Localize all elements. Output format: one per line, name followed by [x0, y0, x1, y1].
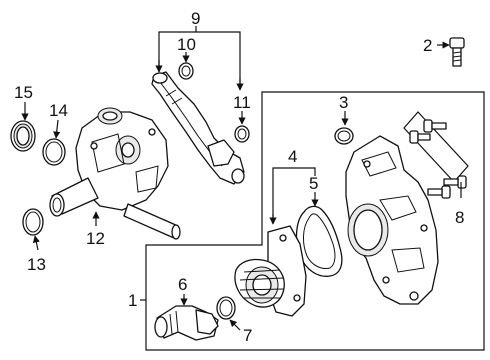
callout-11: 11	[233, 93, 251, 112]
callout-5: 5	[309, 174, 318, 193]
o-ring-10	[178, 62, 194, 80]
o-ring-3	[334, 127, 354, 145]
outlet-housing-part	[49, 107, 181, 240]
o-ring-11	[234, 125, 250, 143]
seal-15-part	[10, 120, 36, 152]
stud-bolts-part	[409, 119, 467, 199]
leader-13	[32, 235, 40, 251]
callout-14: 14	[49, 101, 68, 120]
callout-3: 3	[339, 93, 348, 112]
thermostat-housing-part	[345, 135, 439, 305]
coolant-pipe-part	[151, 71, 245, 185]
callout-15: 15	[14, 83, 33, 102]
bolt-part	[449, 37, 465, 67]
callout-7: 7	[243, 326, 252, 345]
bolts-bracket-8	[403, 111, 469, 183]
callout-13: 13	[27, 255, 46, 274]
callout-9: 9	[191, 9, 200, 28]
callout-10: 10	[177, 35, 196, 54]
water-pump-part	[234, 225, 307, 317]
assembly-1-bracket	[145, 91, 485, 351]
leader-14	[53, 119, 61, 139]
callout-12: 12	[86, 229, 105, 248]
callout-8: 8	[455, 208, 464, 227]
callout-4: 4	[288, 147, 297, 166]
leader-4	[272, 167, 316, 222]
callout-6: 6	[178, 275, 187, 294]
leader-7	[229, 319, 241, 331]
hose-adapter-part	[154, 305, 219, 341]
callout-2: 2	[423, 36, 432, 55]
callout-1: 1	[128, 291, 137, 310]
leader-9	[158, 31, 241, 90]
